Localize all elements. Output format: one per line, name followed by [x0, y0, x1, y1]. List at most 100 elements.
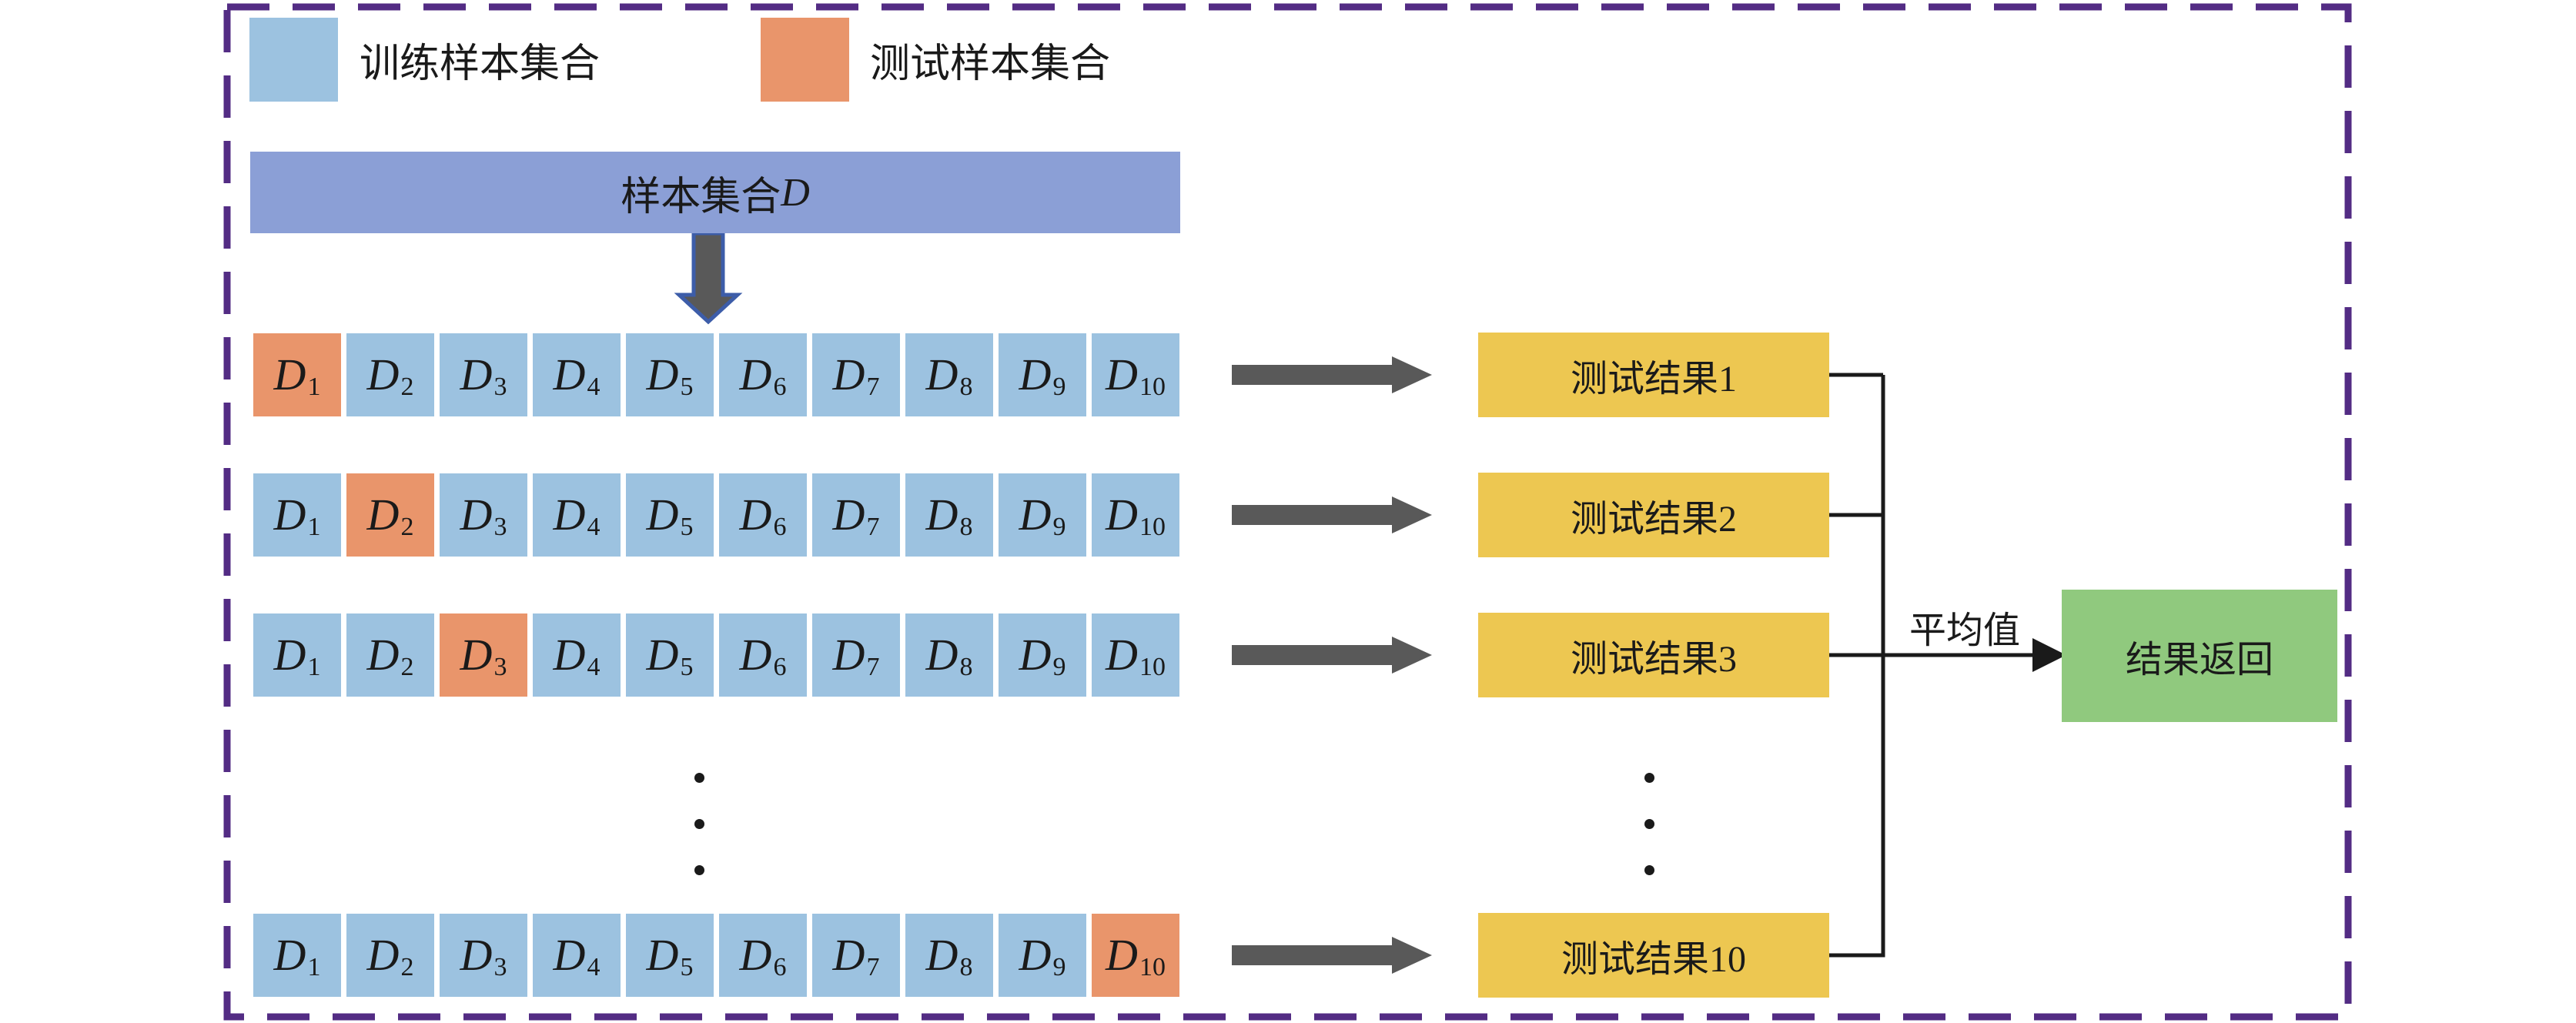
cell-var: D: [832, 490, 865, 540]
flow-arrow-icon: [1232, 496, 1432, 533]
cell-subscript: 6: [773, 953, 787, 981]
cell-var: D: [273, 349, 306, 400]
cell-var: D: [366, 930, 400, 980]
cell-subscript: 2: [400, 513, 414, 541]
cell-subscript: 4: [587, 953, 601, 981]
cell-subscript: 5: [680, 653, 694, 681]
cell-var: D: [273, 930, 306, 980]
cell-subscript: 2: [400, 953, 414, 981]
cell-var: D: [460, 349, 493, 400]
cell-subscript: 4: [587, 513, 601, 541]
cell-subscript: 3: [493, 373, 507, 401]
cell-subscript: 10: [1139, 953, 1166, 981]
cell-var: D: [1019, 490, 1052, 540]
flow-arrow-head: [1392, 937, 1432, 974]
cell-subscript: 10: [1139, 373, 1166, 401]
cell-var: D: [1019, 630, 1052, 680]
cell-subscript: 2: [400, 653, 414, 681]
cell-subscript: 5: [680, 373, 694, 401]
final-result-box: 结果返回: [2062, 590, 2337, 722]
cell-var: D: [1019, 349, 1052, 400]
ellipsis-dot: [1644, 773, 1654, 783]
cell-subscript: 8: [959, 953, 973, 981]
test-result-box-1: 测试结果1: [1478, 333, 1829, 417]
cell-subscript: 10: [1139, 653, 1166, 681]
test-result-box-3: 测试结果3: [1478, 613, 1829, 697]
flow-arrow-head: [1392, 637, 1432, 674]
cell-subscript: 7: [866, 953, 880, 981]
cell-subscript: 2: [400, 373, 414, 401]
flow-arrow-icon: [1232, 937, 1432, 974]
cell-var: D: [366, 349, 400, 400]
cell-subscript: 10: [1139, 513, 1166, 541]
flow-arrow-icon: [1232, 637, 1432, 674]
cell-subscript: 3: [493, 953, 507, 981]
cell-subscript: 5: [680, 953, 694, 981]
flow-arrow-shaft: [1232, 645, 1392, 665]
cell-var: D: [646, 930, 679, 980]
cell-var: D: [1106, 490, 1138, 540]
ellipsis-dot: [694, 865, 704, 875]
cell-subscript: 7: [866, 513, 880, 541]
legend-label-test: 测试样本集合: [870, 42, 1111, 86]
cell-subscript: 4: [587, 373, 601, 401]
cell-var: D: [553, 630, 586, 680]
cell-var: D: [273, 490, 306, 540]
cell-subscript: 6: [773, 513, 787, 541]
cell-var: D: [925, 630, 958, 680]
cell-subscript: 1: [307, 653, 321, 681]
cell-var: D: [1106, 349, 1138, 400]
cell-var: D: [553, 349, 586, 400]
flow-arrow-shaft: [1232, 365, 1392, 385]
cell-var: D: [366, 630, 400, 680]
cell-var: D: [739, 930, 772, 980]
cell-var: D: [925, 349, 958, 400]
flow-arrow-head: [1392, 496, 1432, 533]
cell-var: D: [832, 930, 865, 980]
legend-label-train: 训练样本集合: [360, 42, 601, 86]
cell-var: D: [1106, 630, 1138, 680]
cell-var: D: [739, 349, 772, 400]
cell-subscript: 9: [1052, 373, 1066, 401]
cell-subscript: 1: [307, 513, 321, 541]
cell-subscript: 6: [773, 373, 787, 401]
collector-lines: [1829, 373, 2034, 958]
cell-subscript: 1: [307, 953, 321, 981]
ellipsis-dot: [1644, 819, 1654, 829]
cell-subscript: 7: [866, 373, 880, 401]
cell-subscript: 4: [587, 653, 601, 681]
cell-subscript: 5: [680, 513, 694, 541]
cell-var: D: [832, 630, 865, 680]
sample-set-label: 样本集合: [621, 175, 781, 219]
dashed-border: [223, 3, 2352, 1021]
cell-var: D: [273, 630, 306, 680]
